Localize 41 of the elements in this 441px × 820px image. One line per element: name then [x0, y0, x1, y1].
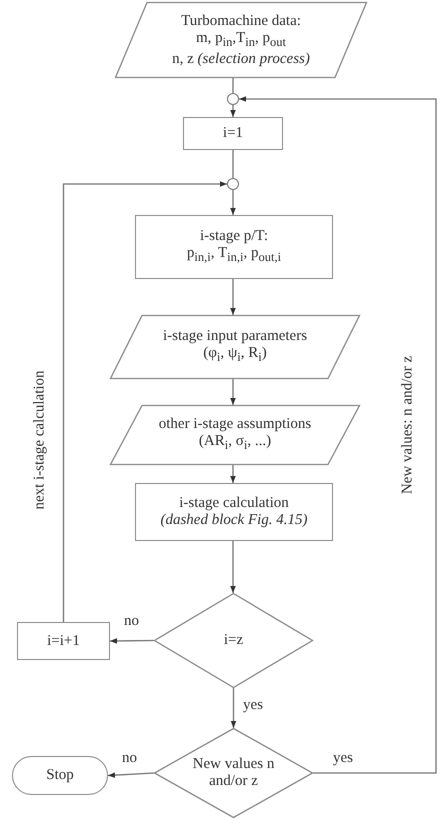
node-text: i=i+1 [47, 632, 80, 650]
node-text: Stop [46, 767, 74, 784]
node-text: other i-stage assumptions [158, 416, 312, 433]
arrow [62, 181, 227, 622]
process-box [183, 117, 283, 150]
arrow [230, 190, 236, 215]
node-text: (AR$_{i}$, σ$_{i}$, ...) [198, 433, 272, 454]
node-text: Turbomachine data: [181, 12, 301, 30]
node-text: i=1 [222, 125, 244, 142]
arrow [230, 379, 236, 405]
decision-diamond [154, 593, 313, 688]
decision-diamond [154, 728, 313, 818]
junction-circle [227, 178, 239, 190]
junction-circle [227, 93, 239, 105]
vertical-label: New values: n and/or z [400, 356, 416, 494]
arrow [110, 638, 154, 644]
data-input-parallelogram [115, 2, 367, 78]
arrow [239, 96, 437, 774]
terminal-box [12, 756, 108, 795]
node-text: New values n and/or z [192, 756, 276, 790]
node-text: i-stage input parameters [162, 328, 308, 345]
node-text: (φ$_{i}$, ψ$_{i}$, R$_{i}$) [203, 345, 267, 366]
process-box [135, 215, 333, 279]
node-text: (dashed block Fig. 4.15) [160, 512, 308, 529]
node-text: n, z (selection process) [172, 50, 310, 68]
vertical-label: next i-stage calculation [32, 370, 48, 510]
arrow [230, 465, 236, 483]
node-text: m, p$_{in}$,T$_{in}$, p$_{out}$ [196, 30, 286, 50]
node-text: i-stage p/T: [200, 228, 268, 245]
node-text: p$_{in,i}$, T$_{in,i}$, p$_{out,i}$ [186, 245, 282, 266]
process-box [135, 483, 333, 541]
node-text: i-stage calculation [179, 495, 289, 512]
arrow [108, 772, 154, 778]
process-box [17, 622, 110, 660]
node-text: i=z [224, 632, 244, 649]
arrow [230, 105, 236, 117]
arrow [230, 688, 236, 728]
arrow [230, 279, 236, 315]
input-parallelogram [110, 315, 360, 379]
input-parallelogram [110, 405, 360, 465]
arrow [230, 541, 236, 593]
